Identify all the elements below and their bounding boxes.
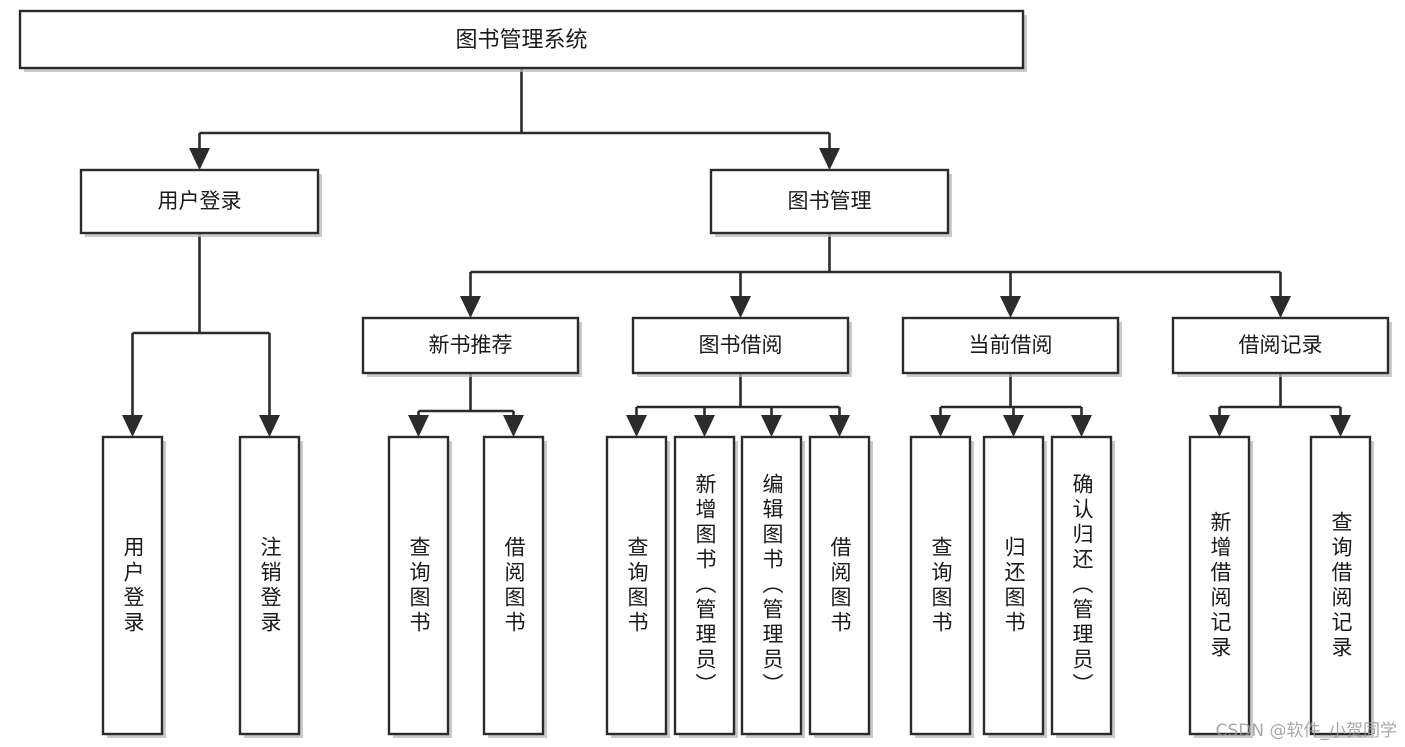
arrow-head-leaf-query-book-current — [930, 415, 951, 437]
arrow-head-leaf-add-borrow-record — [1209, 415, 1230, 437]
node-new-book-recommend-box[interactable] — [361, 316, 580, 375]
node-leaf-borrow-book-recommend-box[interactable] — [482, 435, 545, 736]
node-leaf-add-book-admin-box[interactable] — [673, 435, 736, 736]
arrow-head-leaf-confirm-return-admin — [1071, 415, 1092, 437]
arrow-head-leaf-query-borrow-record — [1330, 415, 1351, 437]
node-book-manage-label: 图书管理 — [788, 189, 872, 213]
arrow-head-borrow-record — [1270, 296, 1291, 318]
arrow-head-leaf-edit-book-admin — [761, 415, 782, 437]
node-leaf-borrow-book-box[interactable] — [808, 435, 871, 736]
arrow-head-book-borrow — [730, 296, 751, 318]
csdn-watermark: CSDN @软件_小贺同学 — [1215, 721, 1397, 741]
node-root-label: 图书管理系统 — [455, 28, 587, 53]
arrow-head-leaf-user-login — [122, 415, 143, 437]
node-leaf-user-login-box[interactable] — [101, 435, 164, 736]
arrow-head-book-manage — [819, 148, 840, 170]
arrow-head-leaf-query-book-borrow — [626, 415, 647, 437]
node-leaf-query-book-current-box[interactable] — [909, 435, 972, 736]
node-borrow-record-label: 借阅记录 — [1239, 333, 1323, 357]
node-leaf-logout-box[interactable] — [238, 435, 301, 736]
node-leaf-add-borrow-record-box[interactable] — [1188, 435, 1251, 736]
node-new-book-recommend-label: 新书推荐 — [429, 333, 513, 357]
node-user-login-label: 用户登录 — [158, 189, 242, 213]
node-leaf-query-book-recommend-box[interactable] — [387, 435, 450, 736]
node-leaf-edit-book-admin-box[interactable] — [740, 435, 803, 736]
node-book-borrow-label: 图书借阅 — [699, 333, 783, 357]
arrow-head-user-login — [189, 148, 210, 170]
arrow-head-current-borrow — [1000, 296, 1021, 318]
node-leaf-query-borrow-record-box[interactable] — [1309, 435, 1372, 736]
node-book-manage-box[interactable] — [709, 168, 950, 235]
node-current-borrow-label: 当前借阅 — [969, 333, 1053, 357]
arrow-head-leaf-query-book-recommend — [408, 415, 429, 437]
node-user-login-box[interactable] — [79, 168, 320, 235]
node-layer: 图书管理系统 用户登录 图书管理 新书推荐 图书借阅 当前借阅 借阅记录 — [18, 9, 1392, 738]
node-book-borrow-box[interactable] — [631, 316, 850, 375]
arrow-head-leaf-borrow-book-recommend — [503, 415, 524, 437]
connector-layer — [122, 68, 1351, 437]
arrow-head-leaf-borrow-book — [829, 415, 850, 437]
arrow-head-leaf-return-book — [1003, 415, 1024, 437]
arrow-head-leaf-logout — [259, 415, 280, 437]
node-leaf-return-book-box[interactable] — [982, 435, 1045, 736]
arrow-head-leaf-add-book-admin — [694, 415, 715, 437]
node-current-borrow-box[interactable] — [901, 316, 1120, 375]
node-root-box[interactable] — [18, 9, 1025, 70]
node-leaf-query-book-borrow-box[interactable] — [605, 435, 668, 736]
node-borrow-record-box[interactable] — [1171, 316, 1390, 375]
node-leaf-confirm-return-admin-box[interactable] — [1050, 435, 1113, 736]
arrow-head-new-book-recommend — [460, 296, 481, 318]
